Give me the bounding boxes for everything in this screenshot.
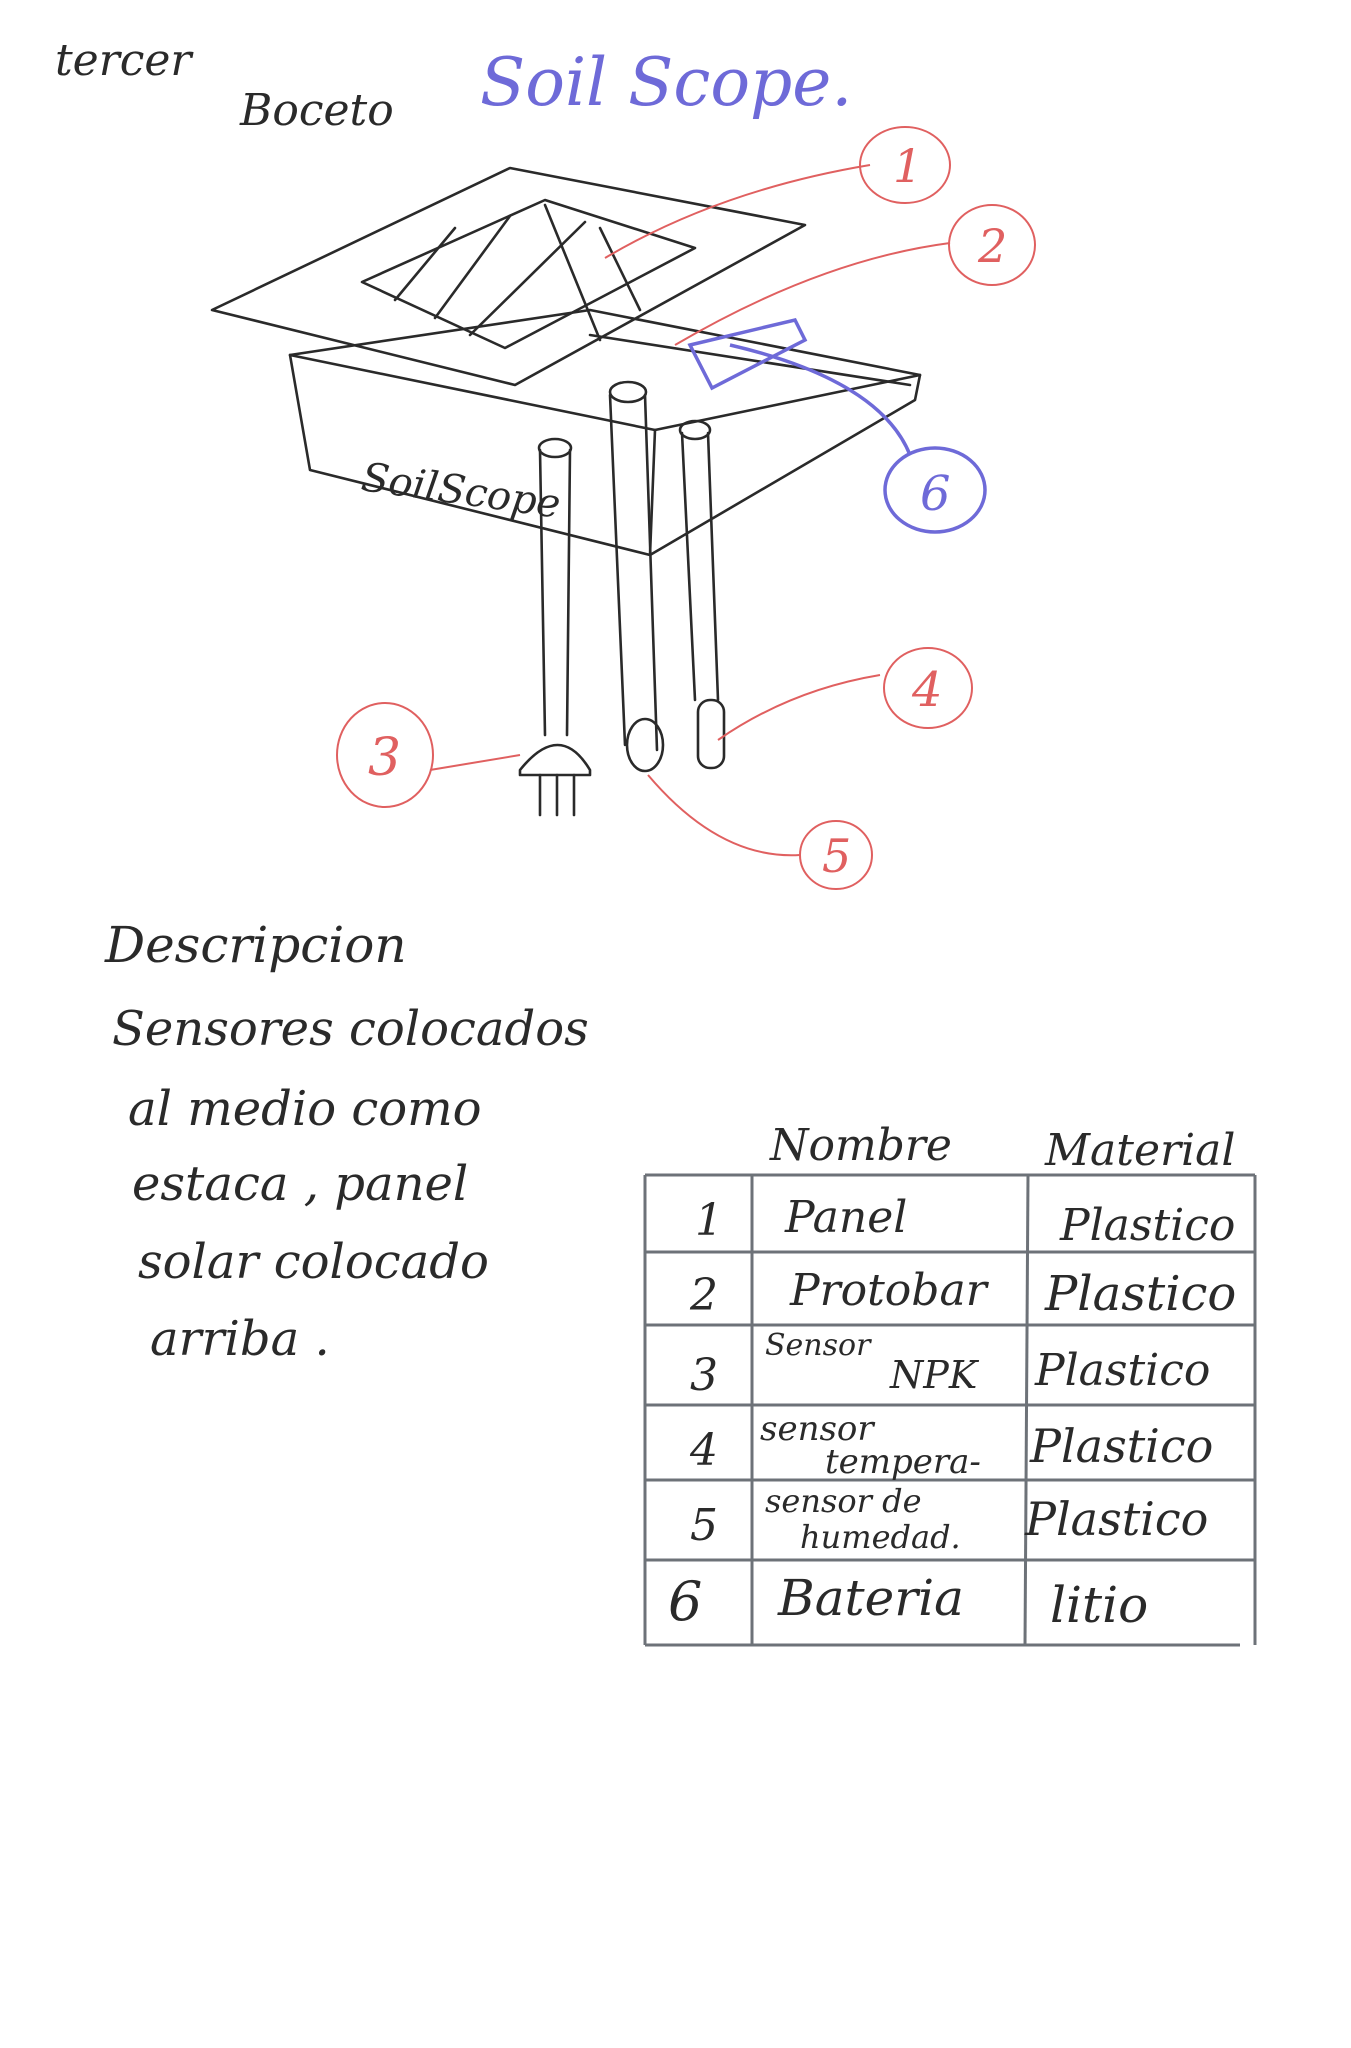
row-name-line2: NPK [889, 1353, 980, 1397]
row-name-line2: humedad. [800, 1518, 961, 1556]
table-row: 5 sensor de humedad. Plastico [690, 1482, 1208, 1556]
row-material: Plastico [1059, 1200, 1235, 1251]
device-sketch: SoilScope [210, 166, 922, 817]
draft-label-line2: Boceto [239, 85, 394, 136]
solar-panel-plate [210, 166, 807, 387]
probe-npk [518, 437, 592, 817]
callout-4: 4 [717, 647, 973, 741]
description-line: solar colocado [138, 1234, 489, 1290]
callout-4-number: 4 [911, 662, 943, 718]
row-number: 4 [689, 1425, 718, 1476]
table-row: 3 Sensor NPK Plastico [690, 1328, 1210, 1401]
row-material: Plastico [1034, 1345, 1210, 1396]
battery-outline [687, 317, 808, 391]
description-line: arriba . [150, 1311, 330, 1367]
row-material: litio [1050, 1576, 1148, 1634]
page-title: Soil Scope. [480, 44, 852, 121]
row-material: Plastico [1029, 1419, 1213, 1473]
row-name: sensor [760, 1409, 875, 1449]
row-material: Plastico [1024, 1492, 1208, 1546]
row-name: Panel [784, 1192, 907, 1243]
description-block: Descripcion Sensores colocados al medio … [104, 916, 589, 1367]
row-number: 3 [690, 1350, 718, 1401]
row-number: 6 [668, 1570, 702, 1633]
solar-cell-area [360, 198, 697, 350]
table-row: 4 sensor tempera- Plastico [689, 1409, 1213, 1482]
table-row: 2 Protobar Plastico [689, 1265, 1236, 1322]
table-header-name: Nombre [769, 1120, 952, 1171]
row-name: Protobar [789, 1265, 990, 1316]
parts-table: Nombre Material 1 Panel Plastico 2 Proto… [643, 1120, 1257, 1647]
row-name-line2: tempera- [825, 1442, 981, 1482]
probe-humidity [608, 380, 665, 773]
description-line: al medio como [128, 1081, 482, 1137]
table-row: 1 Panel Plastico [695, 1192, 1235, 1251]
callout-1-number: 1 [893, 139, 922, 193]
callout-3: 3 [336, 702, 521, 808]
callout-2: 2 [674, 204, 1036, 346]
callout-1: 1 [604, 126, 951, 259]
callout-3-number: 3 [368, 728, 401, 788]
description-heading: Descripcion [104, 916, 407, 974]
row-number: 2 [689, 1270, 718, 1321]
probe-temperature [678, 419, 726, 770]
solar-cell-hatching [393, 203, 642, 342]
callout-5: 5 [647, 774, 873, 890]
callout-6: 6 [729, 343, 987, 534]
description-line: estaca , panel [132, 1156, 468, 1212]
row-name: Bateria [777, 1569, 964, 1627]
device-body-label: SoilScope [359, 454, 564, 527]
row-name: sensor de [765, 1482, 922, 1520]
row-name: Sensor [765, 1328, 872, 1363]
draft-label-line1: tercer [55, 35, 194, 86]
callout-2-number: 2 [977, 219, 1007, 273]
callout-5-number: 5 [822, 829, 851, 883]
callout-6-number: 6 [920, 466, 951, 522]
row-number: 5 [690, 1500, 718, 1551]
table-header-material: Material [1044, 1125, 1235, 1176]
box-body [288, 308, 922, 557]
row-number: 1 [695, 1195, 723, 1246]
row-material: Plastico [1044, 1266, 1236, 1322]
table-row: 6 Bateria litio [668, 1569, 1148, 1634]
description-line: Sensores colocados [112, 1001, 589, 1057]
